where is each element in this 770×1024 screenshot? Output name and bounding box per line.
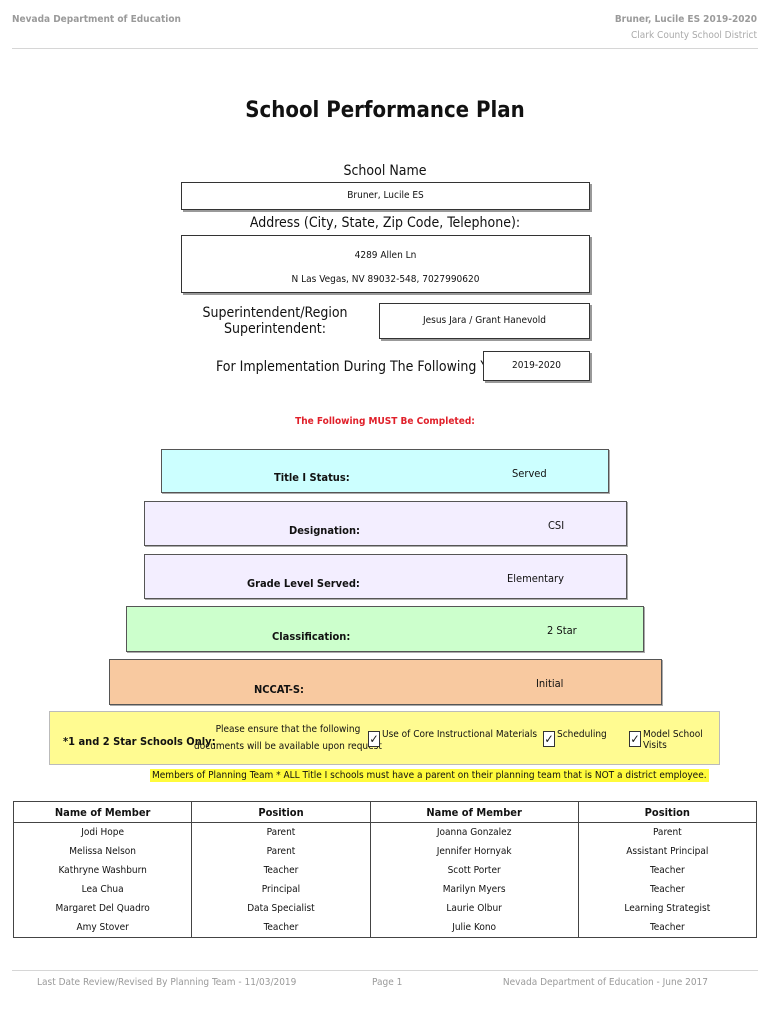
footer-divider — [12, 970, 758, 971]
table-cell: Parent — [577, 822, 758, 842]
table-row: Amy Stover Teacher Julie Kono Teacher — [12, 918, 758, 938]
address-label: Address (City, State, Zip Code, Telephon… — [249, 215, 521, 231]
school-name-value: Bruner, Lucile ES — [347, 190, 424, 201]
tier-nccat-s: NCCAT-S: Initial — [109, 659, 662, 705]
table-cell: Kathryne Washburn — [12, 861, 193, 880]
col-header: Position — [577, 801, 758, 823]
superintendent-field: Jesus Jara / Grant Hanevold — [379, 303, 590, 339]
footer-review-date: Last Date Review/Revised By Planning Tea… — [37, 977, 297, 988]
table-row: Melissa Nelson Parent Jennifer Hornyak A… — [12, 842, 758, 861]
table-cell: Joanna Gonzalez — [369, 822, 579, 842]
model-school-visits-label: Model School Visits — [643, 729, 703, 751]
table-cell: Jodi Hope — [12, 822, 193, 842]
superintendent-label: Superintendent/Region Superintendent: — [202, 305, 348, 337]
table-cell: Jennifer Hornyak — [369, 842, 579, 861]
table-cell: Teacher — [191, 918, 371, 938]
col-header: Position — [191, 801, 371, 823]
table-cell: Teacher — [577, 880, 758, 899]
address-line-2: N Las Vegas, NV 89032-548, 7027990620 — [291, 274, 480, 285]
table-cell: Teacher — [577, 918, 758, 938]
tier-value: Elementary — [507, 572, 564, 585]
table-cell: Principal — [191, 880, 371, 899]
table-row: Jodi Hope Parent Joanna Gonzalez Parent — [12, 822, 758, 842]
tier-designation: Designation: CSI — [144, 501, 627, 546]
planning-team-table: Name of Member Position Name of Member P… — [12, 801, 758, 938]
school-name-label: School Name — [343, 163, 427, 179]
tier-value: CSI — [548, 519, 565, 532]
table-cell: Margaret Del Quadro — [12, 899, 193, 918]
table-row: Lea Chua Principal Marilyn Myers Teacher — [12, 880, 758, 899]
tier-label: Grade Level Served: — [247, 577, 360, 590]
tier-label: NCCAT-S: — [254, 683, 304, 696]
school-name-field: Bruner, Lucile ES — [181, 182, 590, 210]
tier-classification: Classification: 2 Star — [126, 606, 644, 652]
star-schools-label: *1 and 2 Star Schools Only: — [63, 735, 216, 748]
address-line-1: 4289 Allen Ln — [354, 250, 417, 261]
table-cell: Teacher — [577, 861, 758, 880]
tier-label: Designation: — [289, 524, 360, 537]
superintendent-value: Jesus Jara / Grant Hanevold — [422, 315, 547, 326]
tier-label: Classification: — [272, 630, 351, 643]
page-title: School Performance Plan — [245, 98, 525, 123]
table-cell: Data Specialist — [191, 899, 371, 918]
table-cell: Melissa Nelson — [12, 842, 193, 861]
table-row: Margaret Del Quadro Data Specialist Laur… — [12, 899, 758, 918]
tier-value: Served — [512, 467, 547, 480]
scheduling-label: Scheduling — [557, 729, 607, 740]
table-row: Kathryne Washburn Teacher Scott Porter T… — [12, 861, 758, 880]
tier-value: 2 Star — [547, 624, 577, 637]
years-value: 2019-2020 — [511, 360, 562, 371]
header-district: Clark County School District — [631, 30, 757, 41]
header-school-year: Bruner, Lucile ES 2019-2020 — [614, 14, 757, 25]
table-cell: Parent — [191, 822, 371, 842]
table-cell: Amy Stover — [12, 918, 193, 938]
star-schools-bar: *1 and 2 Star Schools Only: Please ensur… — [49, 711, 720, 765]
years-field: 2019-2020 — [483, 351, 590, 381]
footer-page-number: Page 1 — [372, 977, 403, 988]
tier-grade-level: Grade Level Served: Elementary — [144, 554, 627, 599]
table-cell: Parent — [191, 842, 371, 861]
header-org: Nevada Department of Education — [12, 14, 181, 25]
table-header-row: Name of Member Position Name of Member P… — [12, 801, 758, 823]
core-materials-label: Use of Core Instructional Materials — [382, 729, 538, 740]
core-materials-checkbox[interactable]: ✓ — [368, 731, 380, 747]
header-divider — [12, 48, 758, 49]
planning-team-note: Members of Planning Team * ALL Title I s… — [150, 769, 709, 782]
table-cell: Laurie Olbur — [369, 899, 579, 918]
col-header: Name of Member — [12, 801, 193, 823]
star-schools-note: Please ensure that the following documen… — [194, 724, 382, 752]
address-field: 4289 Allen Ln N Las Vegas, NV 89032-548,… — [181, 235, 590, 293]
table-cell: Assistant Principal — [577, 842, 758, 861]
table-cell: Teacher — [191, 861, 371, 880]
footer-source: Nevada Department of Education - June 20… — [502, 977, 708, 988]
table-cell: Learning Strategist — [577, 899, 758, 918]
table-cell: Julie Kono — [369, 918, 579, 938]
col-header: Name of Member — [369, 801, 579, 823]
table-cell: Lea Chua — [12, 880, 193, 899]
tier-label: Title I Status: — [274, 471, 350, 484]
tier-value: Initial — [536, 677, 564, 690]
table-cell: Marilyn Myers — [369, 880, 579, 899]
table-cell: Scott Porter — [369, 861, 579, 880]
must-complete-note: The Following MUST Be Completed: — [295, 416, 475, 427]
tier-title-i-status: Title I Status: Served — [161, 449, 609, 493]
years-label: For Implementation During The Following … — [216, 359, 518, 375]
scheduling-checkbox[interactable]: ✓ — [543, 731, 555, 747]
model-school-visits-checkbox[interactable]: ✓ — [629, 731, 641, 747]
